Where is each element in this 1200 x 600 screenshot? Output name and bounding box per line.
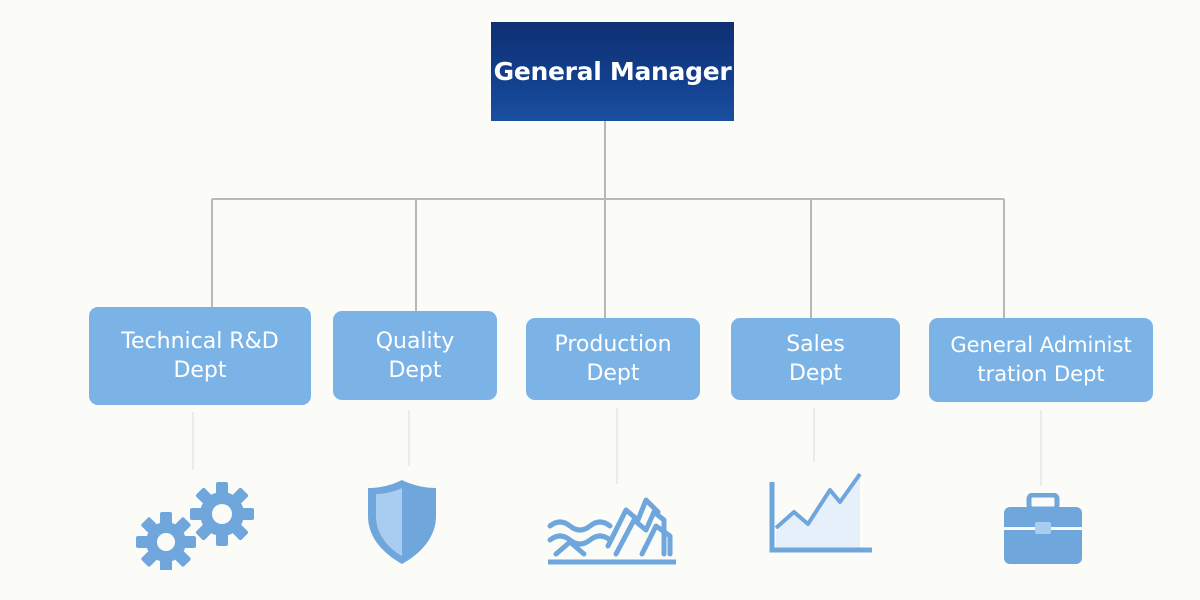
dept-node-quality: Quality Dept xyxy=(333,311,497,400)
production-icon xyxy=(547,497,676,565)
general-manager-node: General Manager xyxy=(491,22,734,121)
dept-label: Technical R&D Dept xyxy=(121,329,279,383)
dept-label: General Administ tration Dept xyxy=(950,333,1132,386)
line-chart-icon xyxy=(769,472,872,553)
dept-node-production: Production Dept xyxy=(526,318,700,400)
dept-node-technical-rd: Technical R&D Dept xyxy=(89,307,311,405)
dept-label: Sales Dept xyxy=(786,332,845,386)
dept-label: Production Dept xyxy=(554,332,672,386)
dept-node-sales: Sales Dept xyxy=(731,318,900,400)
dept-node-general-administration: General Administ tration Dept xyxy=(929,318,1153,402)
briefcase-icon xyxy=(1004,493,1082,564)
general-manager-label: General Manager xyxy=(493,57,732,86)
gears-icon xyxy=(136,482,254,570)
dept-label: Quality Dept xyxy=(375,328,455,383)
shield-icon xyxy=(368,480,436,564)
